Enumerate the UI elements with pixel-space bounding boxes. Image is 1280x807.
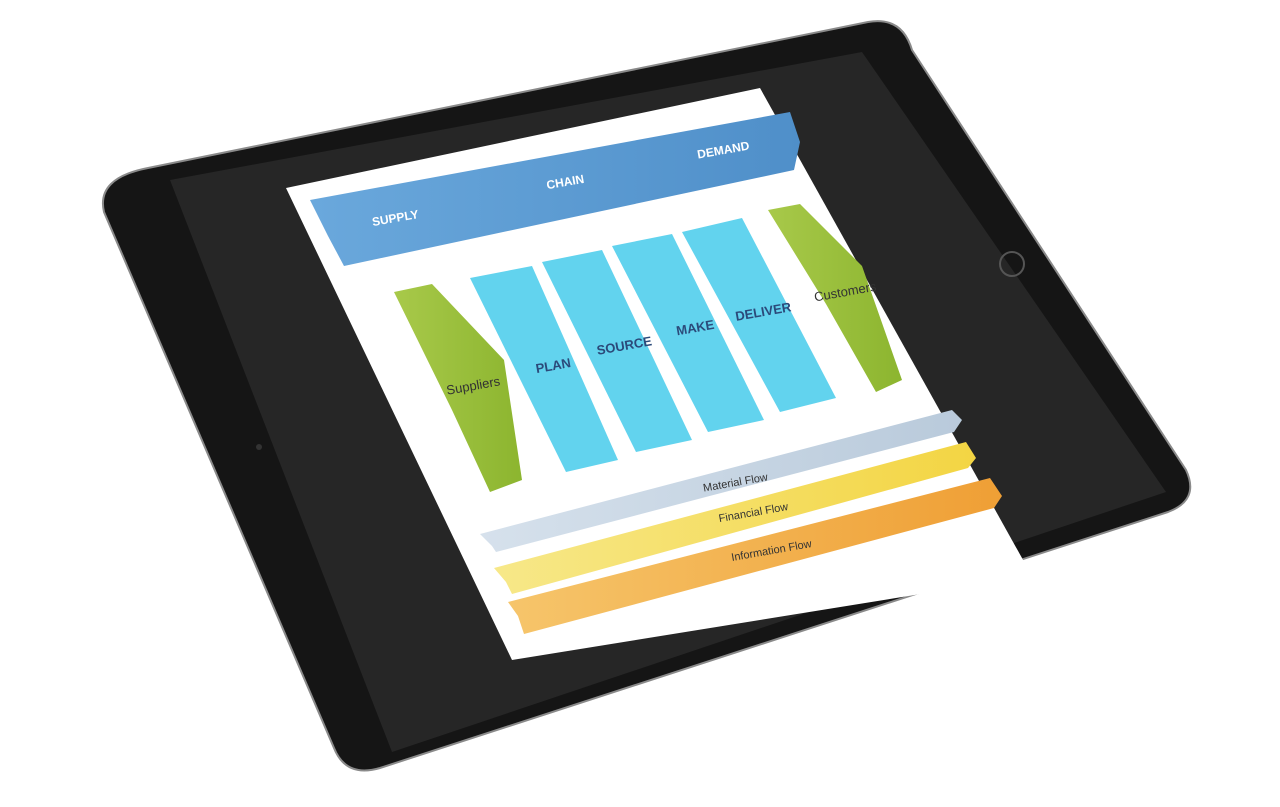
- banner-word-chain: CHAIN: [545, 172, 585, 192]
- stage-plan: [470, 266, 618, 472]
- stage-deliver: [682, 218, 836, 412]
- suppliers-shape: [394, 284, 522, 492]
- stage-plan-label: PLAN: [534, 355, 571, 376]
- financial-flow-band: [494, 442, 976, 594]
- customers-shape: [768, 204, 902, 392]
- supply-chain-demand-banner: [310, 112, 800, 266]
- material-flow-band: [480, 410, 962, 552]
- supply-chain-diagram: SUPPLY CHAIN DEMAND Suppliers PLAN SOURC…: [310, 112, 1002, 634]
- stage-source: [542, 250, 692, 452]
- front-camera-icon: [256, 444, 262, 450]
- stage-make: [612, 234, 764, 432]
- home-button[interactable]: [999, 251, 1025, 277]
- stage-make-label: MAKE: [675, 317, 716, 338]
- information-flow-band: [508, 478, 1002, 634]
